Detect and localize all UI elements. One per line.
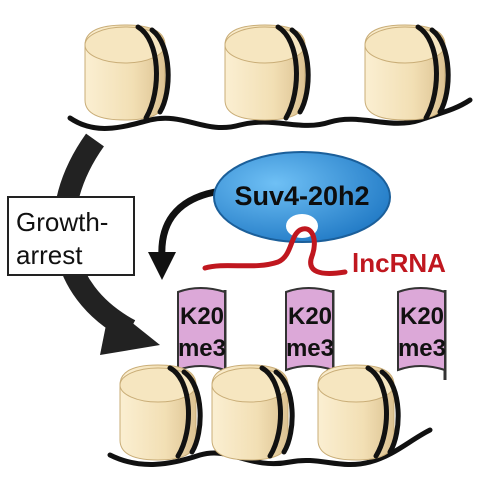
- relaxed-chromatin: [67, 24, 473, 131]
- nucleosome-top-1: [84, 24, 171, 121]
- nucleosome-top-2: [224, 24, 311, 121]
- k20me3-label-1-line1: K20: [180, 303, 224, 330]
- lncrna-label: lncRNA: [352, 248, 446, 278]
- k20me3-label-2-line1: K20: [288, 303, 332, 330]
- k20me3-label-1-line2: me3: [178, 335, 226, 362]
- nucleosome-bottom-2: [211, 364, 295, 461]
- k20me3-label-2-line2: me3: [286, 335, 334, 362]
- enzyme-label: Suv4-20h2: [234, 181, 369, 211]
- recruitment-arrow: [148, 188, 216, 280]
- dna-linker-top: [67, 97, 473, 131]
- nucleosome-top-3: [364, 24, 451, 121]
- k20me3-mark-3: K20 me3: [397, 287, 447, 380]
- k20me3-label-3-line2: me3: [398, 335, 446, 362]
- lncrna: lncRNA: [202, 226, 446, 278]
- k20me3-mark-1: K20 me3: [177, 287, 227, 380]
- compacted-chromatin: K20 me3 K20 me3 K20 me3: [107, 287, 447, 467]
- growth-arrest-label-line2: arrest: [16, 240, 83, 270]
- growth-arrest-box: Growth- arrest: [7, 196, 135, 276]
- k20me3-mark-2: K20 me3: [285, 287, 335, 380]
- suv4-20h2-enzyme: Suv4-20h2: [213, 151, 391, 243]
- nucleosome-bottom-1: [119, 364, 203, 461]
- dna-linker-bottom: [107, 427, 433, 467]
- k20me3-label-3-line1: K20: [400, 303, 444, 330]
- nucleosome-bottom-3: [317, 364, 401, 461]
- growth-arrest-label-line1: Growth-: [16, 207, 108, 237]
